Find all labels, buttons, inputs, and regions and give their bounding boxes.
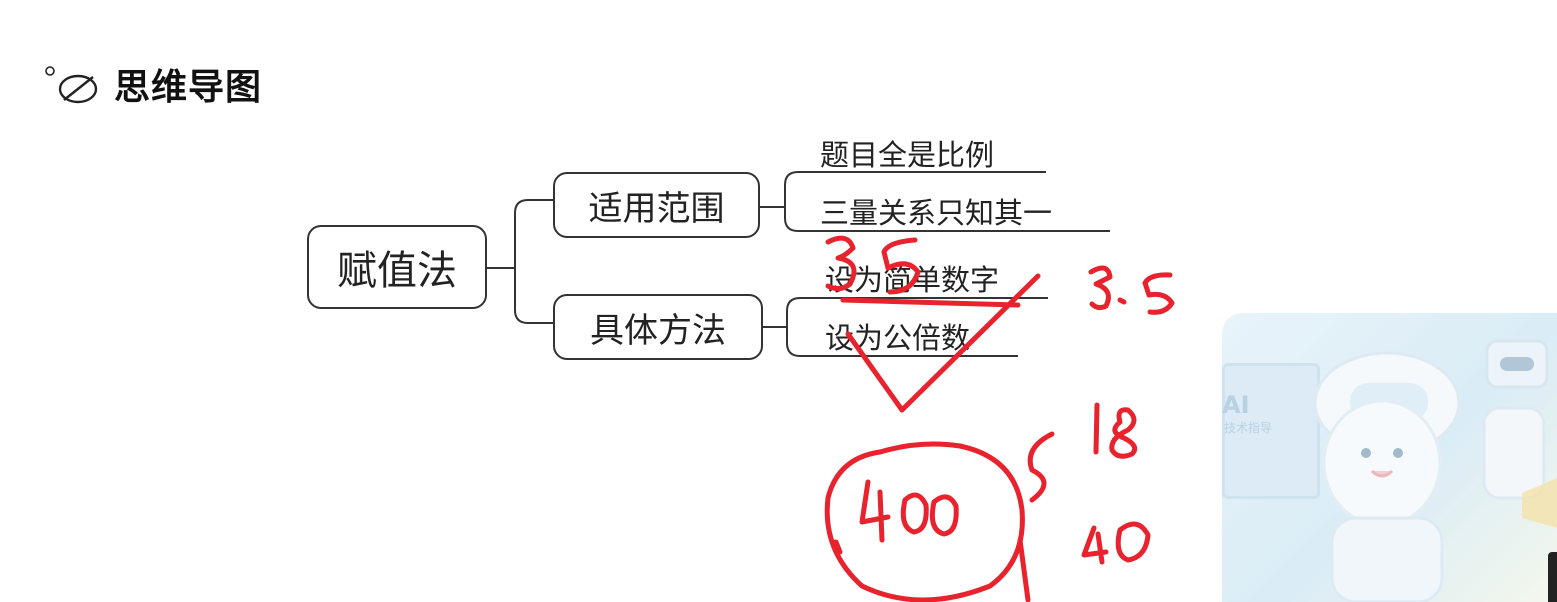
handwritten-eighteen (1093, 402, 1138, 459)
corner-widget[interactable] (1548, 552, 1557, 602)
handwritten-three-five (1088, 265, 1113, 311)
handwritten-three (825, 235, 857, 292)
handwritten-forty-small (1081, 521, 1151, 565)
robot-mascot-icon (1313, 339, 1557, 602)
branch-label: 具体方法 (590, 310, 726, 351)
handwritten-tick (833, 539, 843, 555)
underline-stroke (840, 297, 1021, 308)
ai-badge: AI (1222, 391, 1250, 419)
assistant-mascot: AI 技术指导 (1222, 313, 1557, 602)
handwritten-five-small (1142, 272, 1175, 315)
mindmap-branch: 具体方法 (553, 294, 763, 360)
descender-stroke (1017, 537, 1031, 602)
section-header: 思维导图 (44, 58, 262, 110)
pen-icon (45, 66, 98, 104)
mindmap-leaf: 题目全是比例 (820, 138, 995, 172)
page-title: 思维导图 (114, 67, 263, 108)
mindmap-leaf: 三量关系只知其一 (820, 196, 1053, 230)
mascot-screen (1222, 363, 1320, 499)
mindmap-branch: 适用范围 (553, 172, 760, 238)
circle-around-number (824, 441, 1025, 602)
arrow-stroke (1027, 431, 1055, 503)
ai-badge-sub: 技术指导 (1224, 421, 1273, 435)
branch-label: 适用范围 (588, 188, 725, 229)
mindmap-root: 赋值法 (307, 225, 487, 309)
check-mark (845, 273, 1041, 413)
handwritten-forty (859, 479, 959, 543)
handwritten-five (881, 237, 921, 295)
root-label: 赋值法 (337, 248, 457, 294)
handwritten-dot (1117, 297, 1127, 305)
